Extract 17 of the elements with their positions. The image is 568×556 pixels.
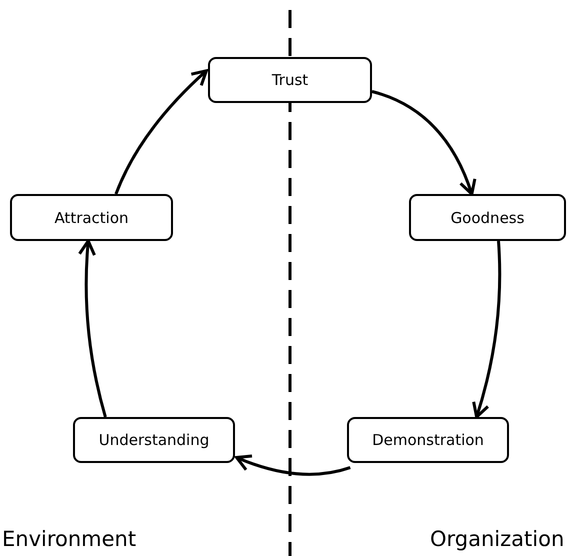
curved-arrow [114, 69, 208, 195]
node-label: Trust [272, 71, 308, 89]
node-label: Understanding [98, 431, 210, 449]
process-box [409, 194, 566, 241]
process-box [10, 194, 173, 241]
region-label: Organization [430, 527, 564, 551]
curved-arrow [372, 90, 476, 196]
curved-arrow [78, 240, 107, 418]
curved-arrow [235, 454, 351, 476]
curved-arrow [472, 240, 502, 418]
node-label: Goodness [450, 208, 524, 226]
process-box [347, 417, 509, 463]
process-box [208, 57, 372, 103]
process-box [73, 417, 235, 463]
node-label: Attraction [54, 208, 129, 226]
region-label: Environment [2, 527, 136, 551]
node-label: Demonstration [372, 431, 484, 449]
